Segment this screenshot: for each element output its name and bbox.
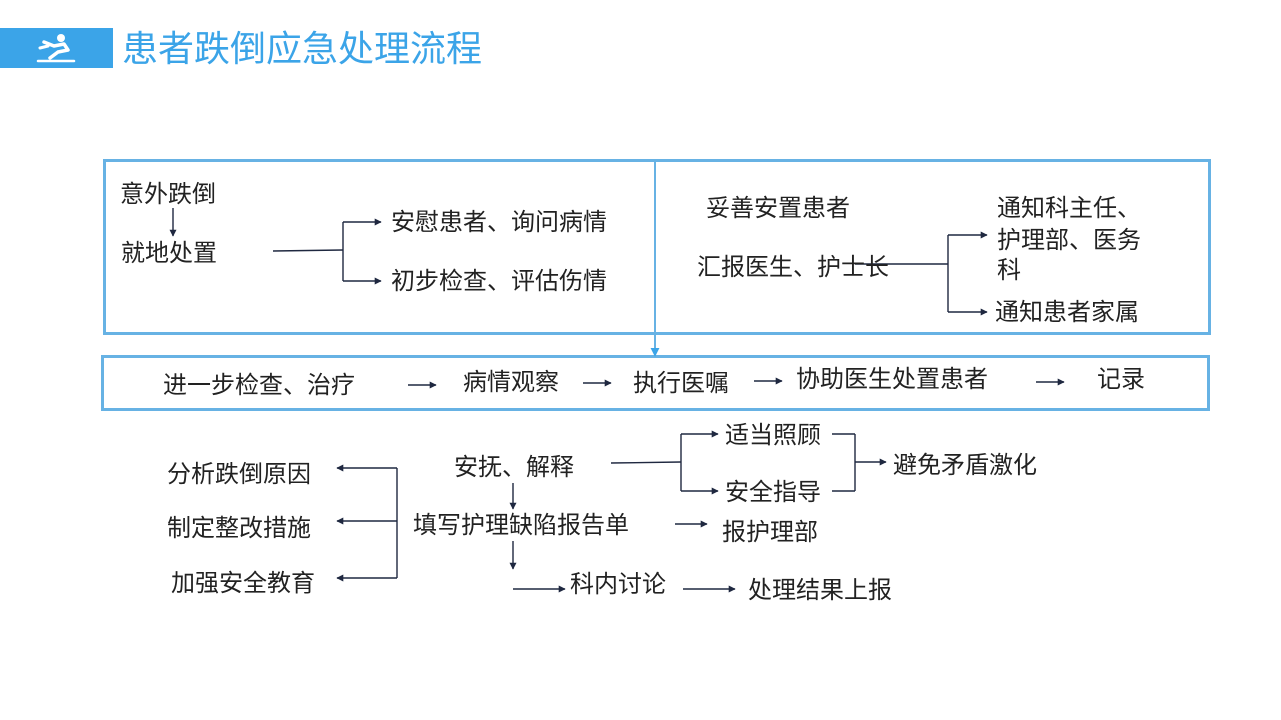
- further-treatment-label: 进一步检查、治疗: [163, 371, 355, 399]
- department-discussion-label: 科内讨论: [570, 570, 666, 598]
- page-title: 患者跌倒应急处理流程: [122, 29, 483, 70]
- fill-report-label: 填写护理缺陷报告单: [413, 511, 629, 539]
- observe-condition-label: 病情观察: [463, 368, 559, 396]
- avoid-conflict-label: 避免矛盾激化: [893, 451, 1037, 479]
- title-bar: [0, 28, 113, 68]
- appropriate-care-label: 适当照顾: [725, 421, 821, 449]
- safety-education-label: 加强安全教育: [171, 569, 315, 597]
- on-site-handling-label: 就地处置: [121, 239, 217, 267]
- settle-patient-label: 妥善安置患者: [706, 194, 850, 222]
- notify-director-label-line2: 护理部、医务: [997, 226, 1141, 254]
- falling-person-icon: [36, 34, 76, 63]
- comfort-patient-label: 安慰患者、询问病情: [391, 208, 607, 236]
- analyze-cause-label: 分析跌倒原因: [167, 460, 311, 488]
- top-box: [103, 159, 1211, 335]
- report-doctor-label: 汇报医生、护士长: [697, 253, 889, 281]
- record-label: 记录: [1097, 365, 1145, 393]
- notify-director-label: 通知科主任、: [997, 194, 1141, 222]
- safety-guidance-label: 安全指导: [725, 478, 821, 506]
- corrective-measures-label: 制定整改措施: [167, 514, 311, 542]
- assist-doctor-label: 协助医生处置患者: [796, 365, 988, 393]
- report-nursing-dept-label: 报护理部: [722, 518, 818, 546]
- execute-orders-label: 执行医嘱: [633, 369, 729, 397]
- event-fall-label: 意外跌倒: [120, 180, 216, 208]
- reassure-label: 安抚、解释: [454, 453, 574, 481]
- initial-check-label: 初步检查、评估伤情: [391, 267, 607, 295]
- notify-family-label: 通知患者家属: [995, 298, 1139, 326]
- report-result-label: 处理结果上报: [748, 576, 892, 604]
- notify-director-label-line3: 科: [997, 256, 1021, 284]
